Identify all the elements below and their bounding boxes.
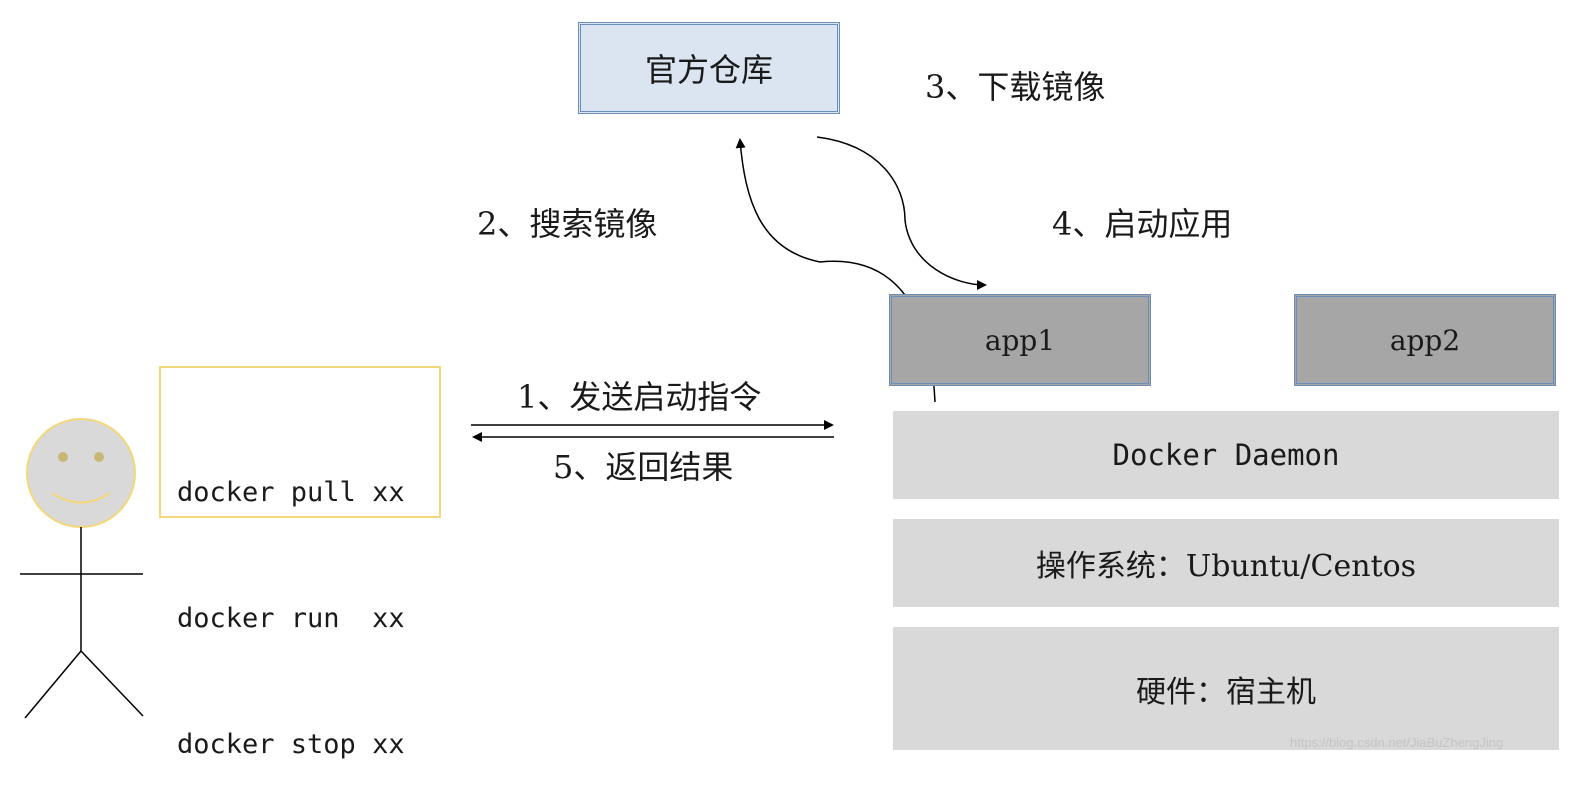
user-figure xyxy=(20,418,144,719)
download-image-curve xyxy=(816,136,987,290)
step-start-label: 4、启动应用 xyxy=(1052,205,1233,243)
user-face-icon xyxy=(26,418,136,528)
user-left-leg xyxy=(24,650,82,719)
command-run: docker run xx xyxy=(177,603,405,634)
diagram-connectors xyxy=(20,136,987,719)
step-send-label: 1、发送启动指令 xyxy=(517,378,762,416)
hardware-layer: 硬件：宿主机 xyxy=(893,627,1559,750)
docker-daemon-label: Docker Daemon xyxy=(1112,438,1340,472)
user-right-leg xyxy=(80,650,144,717)
app1-label: app1 xyxy=(984,323,1056,357)
app1-box: app1 xyxy=(889,294,1151,386)
command-box: docker pull xx docker run xx docker stop… xyxy=(159,366,441,760)
user-right-eye xyxy=(94,452,104,462)
user-left-eye xyxy=(58,452,68,462)
registry-box: 官方仓库 xyxy=(578,22,840,114)
app2-box: app2 xyxy=(1294,294,1556,386)
step-download-label: 3、下载镜像 xyxy=(925,68,1106,106)
command-pull: docker pull xx xyxy=(177,477,405,508)
hardware-label: 硬件：宿主机 xyxy=(1136,674,1316,710)
watermark-url: https://blog.csdn.net/JiaBuZhengJing xyxy=(1290,735,1504,750)
os-label: 操作系统：Ubuntu/Centos xyxy=(1035,549,1417,584)
app2-label: app2 xyxy=(1389,323,1461,357)
user-smile xyxy=(51,492,111,504)
step-search-label: 2、搜索镜像 xyxy=(477,205,658,243)
step-return-label: 5、返回结果 xyxy=(553,448,734,486)
docker-daemon-layer: Docker Daemon xyxy=(893,411,1559,499)
registry-label: 官方仓库 xyxy=(644,51,773,89)
os-layer: 操作系统：Ubuntu/Centos xyxy=(893,519,1559,607)
command-stop: docker stop xx xyxy=(177,729,405,760)
